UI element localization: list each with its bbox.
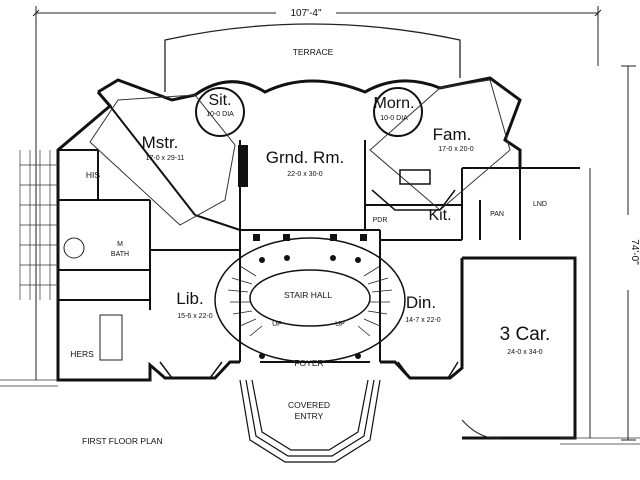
stair-up-right: UP [335,321,345,328]
bath-tub [63,237,85,259]
morning-size: 10-0 DIA [380,115,408,122]
master-size: 17-0 x 29-11 [146,155,185,162]
library-size: 15-6 x 22-0 [177,313,213,320]
terrace-label: TERRACE [293,47,334,57]
family-room-outline [369,79,511,211]
garage-drive-lines [560,437,640,445]
stair-hall-outline [214,237,406,363]
stair-hall-inner [249,269,371,327]
stair-treads-left [227,265,263,337]
sitting-label: Sit. [208,92,231,109]
stair-hall-label: STAIR HALL [284,290,332,300]
master-bedroom-outline [89,94,236,226]
hers-island [99,314,123,361]
sitting-room-outline [195,87,245,137]
kitchen-label: Kit. [428,207,451,224]
plan-title: FIRST FLOOR PLAN [82,436,163,446]
dining-bay-window [397,361,459,379]
fireplace [238,145,248,187]
overall-width-dimension [32,6,602,380]
hers-label: HERS [70,349,94,359]
foyer-label: FOYER [294,358,323,368]
family-label: Fam. [433,125,472,144]
grand-room-size: 22-0 x 30-0 [287,171,323,178]
dining-size: 14-7 x 22-0 [405,317,441,324]
side-lattice [0,150,58,387]
covered-entry-label-1: COVERED [288,400,330,410]
m-bath-label-2: BATH [111,251,129,258]
his-label: HIS [86,170,101,180]
covered-entry-steps [239,379,381,463]
kitchen-counters [371,169,456,211]
pantry-label: PAN [490,211,504,218]
powder-label: PDR [373,217,388,224]
master-label: Mstr. [142,133,179,152]
terrace-outline [164,23,461,92]
garage-size: 24-0 x 34-0 [507,349,543,356]
laundry-label: LND [533,201,547,208]
family-size: 17-0 x 20-0 [438,146,474,153]
grand-room-label: Grnd. Rm. [266,148,344,167]
morning-room-outline [373,87,423,137]
garage-label: 3 Car. [500,324,551,345]
stair-treads-right [357,265,393,337]
overall-depth-label: 74'-0" [629,239,640,265]
dining-label: Din. [406,293,436,312]
stair-up-left: UP [272,321,282,328]
m-bath-label-1: M [117,241,123,248]
overall-depth-dimension [597,20,636,441]
overall-width-label: 107'-4" [290,8,321,19]
columns [253,234,367,359]
garage-door-arcs [461,419,501,439]
sitting-size: 10-0 DIA [206,111,234,118]
covered-entry-label-2: ENTRY [295,411,324,421]
morning-label: Morn. [374,95,415,112]
library-label: Lib. [176,289,203,308]
library-bay-window [159,361,223,379]
exterior-walls [56,76,577,440]
interior-walls [58,105,580,363]
